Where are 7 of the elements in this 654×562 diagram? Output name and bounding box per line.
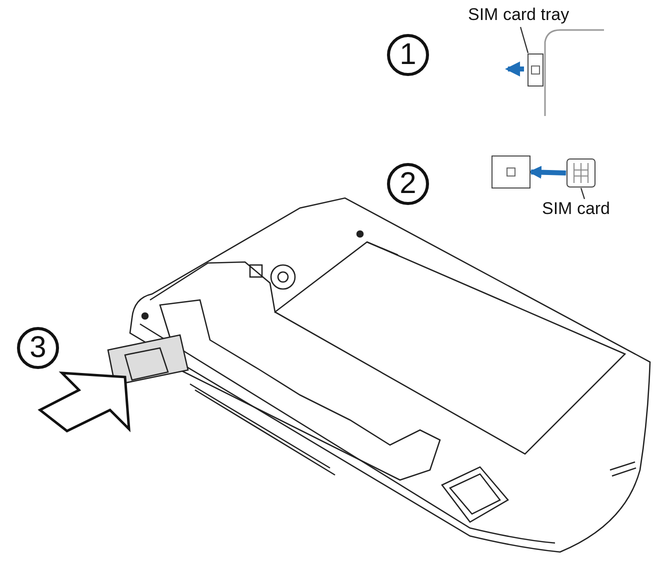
step-number: 3 [17,327,59,369]
part-label: SIM card [542,199,610,218]
leader-line [580,188,586,200]
leader-line [520,26,529,54]
step-number: 2 [387,163,429,205]
part-label: SIM card tray [468,5,570,24]
step-number: 1 [387,34,429,76]
